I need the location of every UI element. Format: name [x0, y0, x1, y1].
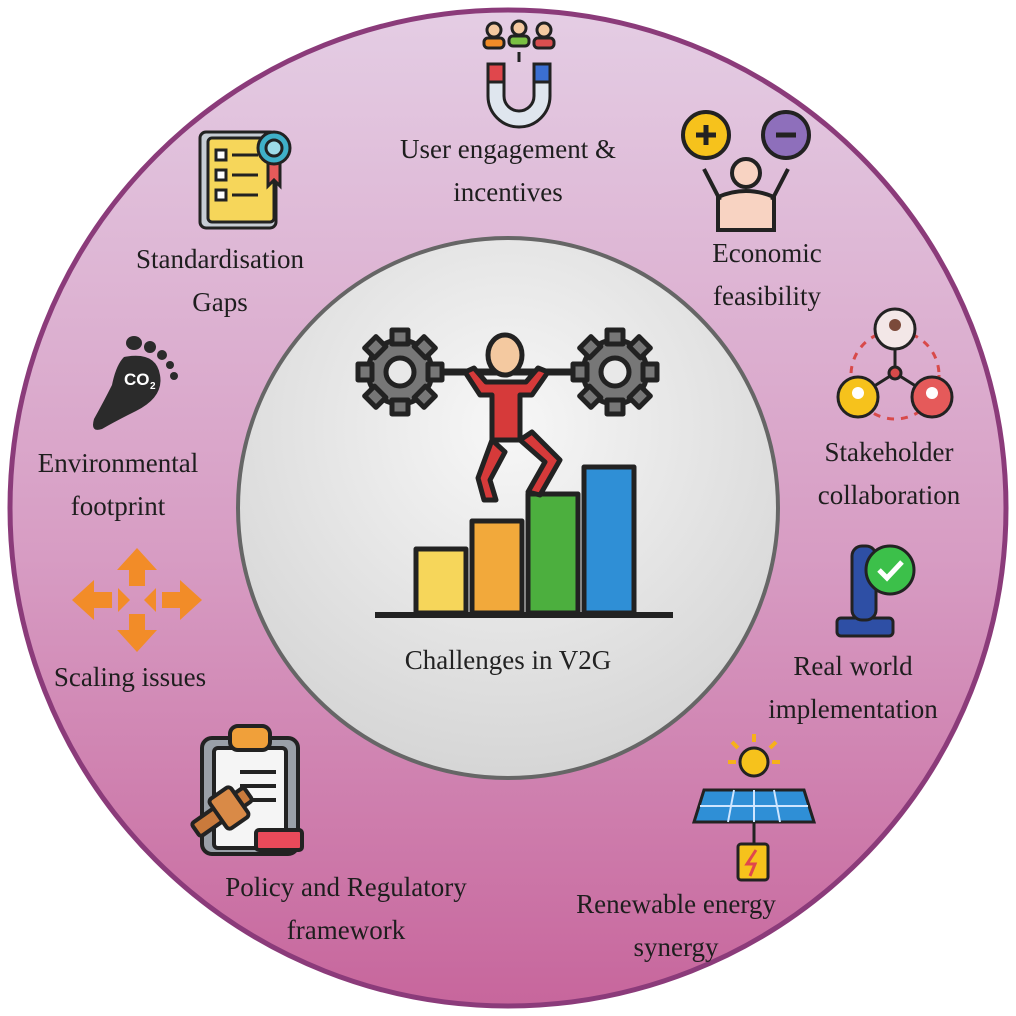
- label-environmental: Environmental footprint: [18, 442, 218, 528]
- magnet-attracting-people-icon: [482, 19, 556, 129]
- label-user-engagement: User engagement & incentives: [348, 128, 668, 214]
- svg-text:2: 2: [150, 381, 156, 392]
- label-line: Renewable energy: [576, 889, 776, 919]
- gavel-clipboard-icon: [190, 724, 304, 856]
- label-line: User engagement &: [400, 134, 616, 164]
- co2-footprint-icon: CO 2: [93, 336, 178, 430]
- chart-bar-4: [581, 464, 637, 616]
- weightlifter-with-gears-and-bar-chart-icon: [355, 327, 673, 618]
- label-line: Standardisation: [136, 244, 304, 274]
- label-line: framework: [286, 915, 406, 945]
- label-scaling: Scaling issues: [30, 656, 230, 699]
- connected-people-network-icon: [836, 307, 954, 421]
- weightlifter-figure: [462, 332, 563, 503]
- label-line: Stakeholder: [824, 437, 954, 467]
- label-line: synergy: [633, 932, 719, 962]
- arrows-converging-expanding-icon: [72, 548, 202, 652]
- svg-text:CO: CO: [124, 370, 150, 389]
- label-line: feasibility: [713, 281, 821, 311]
- label-line: footprint: [70, 491, 166, 521]
- label-real-world: Real world implementation: [748, 645, 958, 731]
- label-line: Gaps: [192, 287, 248, 317]
- chart-bar-1: [413, 546, 469, 616]
- joystick-checkmark-icon: [835, 544, 916, 638]
- chart-bar-2: [469, 518, 525, 616]
- label-stakeholder: Stakeholder collaboration: [799, 431, 979, 517]
- label-line: Environmental: [37, 448, 199, 478]
- chart-bar-3: [525, 491, 581, 616]
- certificate-checklist-icon: [198, 130, 292, 230]
- label-line: collaboration: [817, 480, 961, 510]
- label-line: Economic: [712, 238, 822, 268]
- center-title: Challenges in V2G: [404, 645, 612, 675]
- label-line: implementation: [768, 694, 938, 724]
- label-economic: Economic feasibility: [677, 232, 857, 318]
- person-weighing-plus-minus-icon: [681, 110, 811, 232]
- label-standardisation: Standardisation Gaps: [110, 238, 330, 324]
- label-renewable: Renewable energy synergy: [556, 883, 796, 969]
- label-line: Real world: [793, 651, 913, 681]
- solar-panel-sun-battery-icon: [692, 734, 817, 882]
- label-line: Scaling issues: [53, 662, 207, 692]
- gear-icon-left: [355, 327, 445, 417]
- label-line: incentives: [453, 177, 563, 207]
- label-line: Policy and Regulatory: [225, 872, 467, 902]
- gear-icon-right: [570, 327, 660, 417]
- label-policy: Policy and Regulatory framework: [196, 866, 496, 952]
